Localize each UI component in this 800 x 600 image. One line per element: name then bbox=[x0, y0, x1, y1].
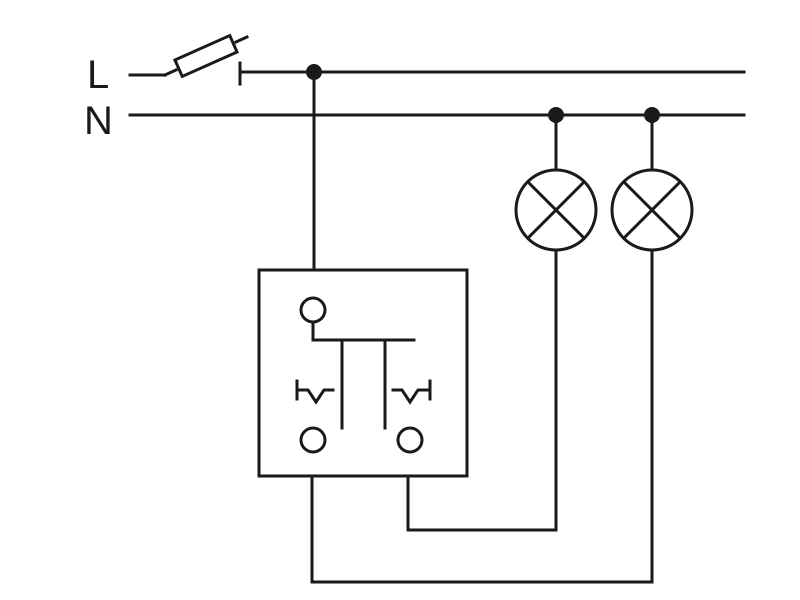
line-label: L bbox=[87, 53, 109, 97]
neutral-label: N bbox=[84, 99, 113, 143]
double-switch-icon bbox=[257, 268, 469, 478]
line-conductor bbox=[128, 35, 746, 86]
lamp-2-return-wire bbox=[310, 248, 654, 584]
lamp-icon bbox=[610, 113, 694, 252]
lamp-1-return-wire bbox=[406, 248, 558, 532]
fuse-icon bbox=[172, 33, 240, 79]
lamp-icon bbox=[514, 113, 598, 252]
